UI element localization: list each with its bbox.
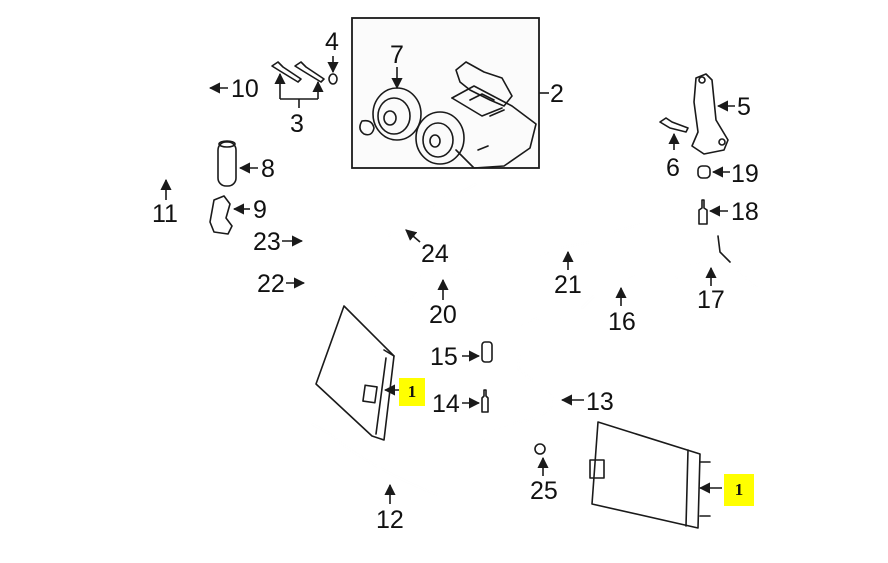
callout-25: 25 <box>530 477 558 505</box>
compressor-bracket[interactable] <box>691 73 735 155</box>
compressor-assembly[interactable]: 7 <box>351 17 540 169</box>
receiver-drier[interactable] <box>217 140 258 187</box>
suction-hose[interactable] <box>66 70 228 133</box>
o-ring-25[interactable] <box>534 443 549 476</box>
condenser-tube[interactable] <box>310 422 500 538</box>
rear-suction-line[interactable] <box>494 208 684 270</box>
liquid-line[interactable] <box>482 316 584 462</box>
callout-9: 9 <box>253 196 267 224</box>
compressor-bolts[interactable] <box>271 61 325 108</box>
callout-13: 13 <box>586 388 614 416</box>
callout-4: 4 <box>325 28 339 56</box>
bracket-bolt[interactable] <box>659 117 689 150</box>
pressure-sensor[interactable] <box>698 199 728 225</box>
callout-6: 6 <box>666 154 680 182</box>
callout-19: 19 <box>731 160 759 188</box>
callout-15: 15 <box>430 343 458 371</box>
compressor-body[interactable] <box>415 61 537 169</box>
service-valve[interactable] <box>462 341 493 363</box>
hose-assembly-23[interactable] <box>282 235 338 277</box>
callout-14: 14 <box>432 390 460 418</box>
callout-1-label: 1 <box>407 382 417 401</box>
discharge-hose[interactable] <box>654 235 768 296</box>
callout-18: 18 <box>731 198 759 226</box>
callout-22: 22 <box>257 270 285 298</box>
callout-17: 17 <box>697 286 725 314</box>
callout-3: 3 <box>290 110 304 138</box>
callout-7: 7 <box>390 41 404 69</box>
callout-1-label: 1 <box>734 480 744 499</box>
pressure-hose[interactable] <box>160 118 228 200</box>
valve-cap[interactable] <box>697 165 730 179</box>
callout-12: 12 <box>376 506 404 534</box>
condenser-right[interactable] <box>589 421 722 529</box>
callout-24: 24 <box>421 240 449 268</box>
callout-20: 20 <box>429 301 457 329</box>
pressure-switch[interactable] <box>462 389 489 413</box>
callout-2: 2 <box>550 80 564 108</box>
callout-8: 8 <box>261 155 275 183</box>
o-ring-4[interactable] <box>327 56 339 85</box>
callout-23: 23 <box>253 228 281 256</box>
callout-21: 21 <box>554 271 582 299</box>
callout-1-highlight-right[interactable]: 1 <box>724 474 754 506</box>
hose-assembly-22[interactable] <box>286 262 314 300</box>
callout-5: 5 <box>737 93 751 121</box>
callout-10: 10 <box>231 75 259 103</box>
callout-11: 11 <box>152 200 178 228</box>
rear-line[interactable] <box>368 268 472 308</box>
condenser-left[interactable] <box>315 305 402 441</box>
callout-1-highlight-left[interactable]: 1 <box>399 378 425 406</box>
callout-16: 16 <box>608 308 636 336</box>
evaporator-tube[interactable] <box>580 258 666 310</box>
manifold-line[interactable] <box>338 182 478 264</box>
drier-bracket[interactable] <box>209 195 250 235</box>
